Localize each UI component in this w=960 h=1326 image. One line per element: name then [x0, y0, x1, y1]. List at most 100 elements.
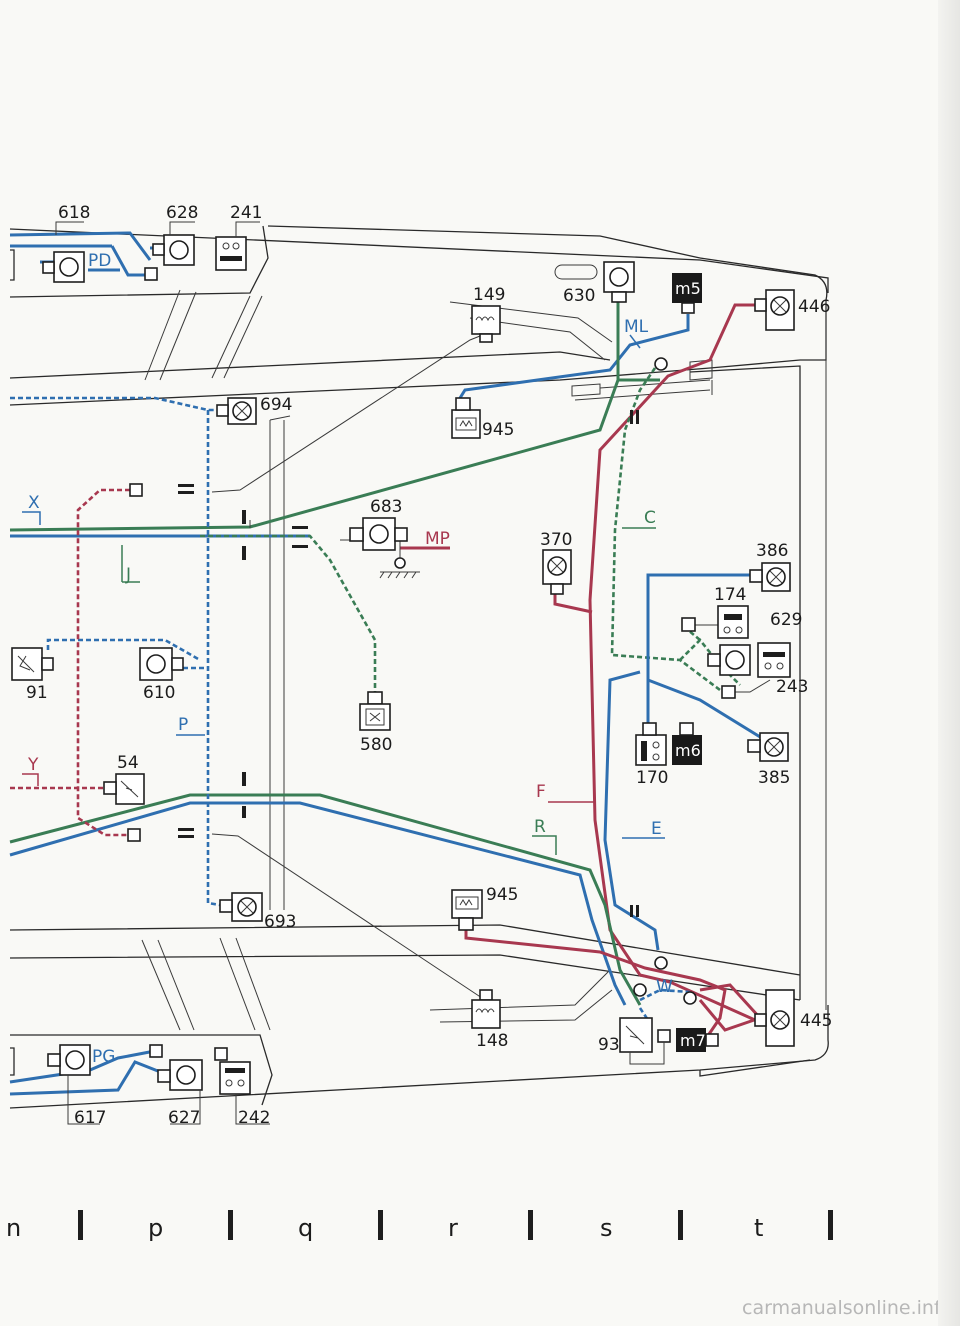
harness-label-Y: Y [27, 755, 39, 775]
label-54: 54 [117, 753, 139, 773]
component-627-lamp: 627 [149, 1044, 203, 1128]
harness-label-PD: PD [88, 251, 111, 271]
module-m6: m6 [672, 722, 702, 765]
component-580-sensor: 580 [359, 691, 392, 755]
connector [127, 828, 141, 842]
grid-divider [828, 1210, 833, 1240]
component-610-lamp: 610 [139, 647, 184, 703]
component-628-lamp: 628 [144, 203, 198, 281]
component-386-lamp: 386 [749, 541, 791, 592]
harness-label-E: E [651, 819, 662, 839]
grid-divider [78, 1210, 83, 1240]
label-148: 148 [476, 1031, 508, 1051]
grid-divider [378, 1210, 383, 1240]
label-945-upper: 945 [482, 420, 514, 440]
component-54-switch: 54 [103, 753, 145, 805]
module-m5: m5 [672, 273, 702, 314]
component-174-switch: 174 [681, 585, 749, 639]
harness-label-P: P [178, 715, 188, 735]
connector [654, 357, 668, 371]
component-693-lamp: 693 [219, 892, 296, 932]
label-91: 91 [26, 683, 48, 703]
component-446-lamp: 446 [754, 289, 830, 331]
wire-harness [9, 231, 771, 1096]
connector [129, 483, 143, 497]
label-m6: m6 [675, 741, 701, 760]
harness-label-ML: ML [624, 317, 649, 337]
label-610: 610 [143, 683, 175, 703]
watermark: carmanualsonline.info [742, 1297, 952, 1319]
label-386: 386 [756, 541, 788, 561]
component-618-lamp: 618 [42, 203, 90, 283]
label-580: 580 [360, 735, 392, 755]
grid-column-q: q [298, 1214, 313, 1242]
label-170: 170 [636, 768, 668, 788]
label-617: 617 [74, 1108, 106, 1128]
label-385: 385 [758, 768, 790, 788]
component-385-lamp: 385 [747, 732, 790, 788]
harness-label-MP: MP [425, 529, 450, 549]
label-945-lower: 945 [486, 885, 518, 905]
component-683-lamp: 683 [349, 497, 420, 579]
component-629-lamp: 629 [707, 610, 802, 676]
label-627: 627 [168, 1108, 200, 1128]
label-m7: m7 [680, 1031, 706, 1050]
label-693: 693 [264, 912, 296, 932]
module-m7: m7 [676, 1028, 719, 1052]
harness-label-J: J [125, 565, 131, 585]
component-630-lamp: 630 [554, 261, 635, 306]
label-683: 683 [370, 497, 402, 517]
label-629: 629 [770, 610, 802, 630]
label-243: 243 [776, 677, 808, 697]
components: 618 628 241 630 [11, 203, 832, 1128]
harness-label-F: F [536, 782, 546, 802]
grid-column-n: n [6, 1214, 21, 1242]
label-241: 241 [230, 203, 262, 223]
grid-divider [528, 1210, 533, 1240]
component-241-module: 241 [215, 203, 262, 271]
label-m5: m5 [675, 279, 701, 298]
label-630: 630 [563, 286, 595, 306]
grid-divider [678, 1210, 683, 1240]
connector [654, 956, 668, 970]
component-243-module: 243 [721, 642, 808, 699]
grid-column-s: s [600, 1214, 613, 1242]
label-628: 628 [166, 203, 198, 223]
connector [633, 983, 647, 997]
grid-column-r: r [448, 1214, 458, 1242]
label-174: 174 [714, 585, 746, 605]
component-170-module: 170 [635, 722, 668, 788]
component-945-lower-heater: 945 [451, 885, 518, 931]
grid-column-t: t [754, 1214, 763, 1242]
vehicle-body-outline [9, 225, 829, 1109]
component-445-lamp: 445 [754, 989, 832, 1047]
harness-label-X: X [28, 493, 40, 513]
component-370-lamp: 370 [540, 530, 572, 595]
harness-label-W: W [656, 977, 673, 997]
grid-divider [228, 1210, 233, 1240]
label-618: 618 [58, 203, 90, 223]
harness-label-PG: PG [92, 1047, 115, 1067]
component-91-switch: 91 [11, 647, 54, 703]
harness-label-R: R [534, 817, 546, 837]
component-694-lamp: 694 [216, 395, 292, 425]
connector [683, 991, 697, 1005]
bundle-ties [178, 410, 639, 917]
grid-column-bar: n p q r s t [6, 1210, 833, 1242]
label-242: 242 [238, 1108, 270, 1128]
harness-labels: PD ML X J MP C P Y F R E W PG [22, 251, 673, 1067]
component-617-lamp: 617 [47, 1044, 106, 1128]
component-148-heater: 148 [471, 989, 508, 1051]
label-445: 445 [800, 1011, 832, 1031]
component-93-switch: 93 [598, 1017, 671, 1065]
component-149-heater: 149 [471, 285, 505, 343]
label-149: 149 [473, 285, 505, 305]
harness-label-C: C [644, 508, 656, 528]
label-370: 370 [540, 530, 572, 550]
component-945-upper-heater: 945 [451, 397, 514, 440]
label-694: 694 [260, 395, 292, 415]
label-446: 446 [798, 297, 830, 317]
component-242-module: 242 [214, 1047, 270, 1128]
